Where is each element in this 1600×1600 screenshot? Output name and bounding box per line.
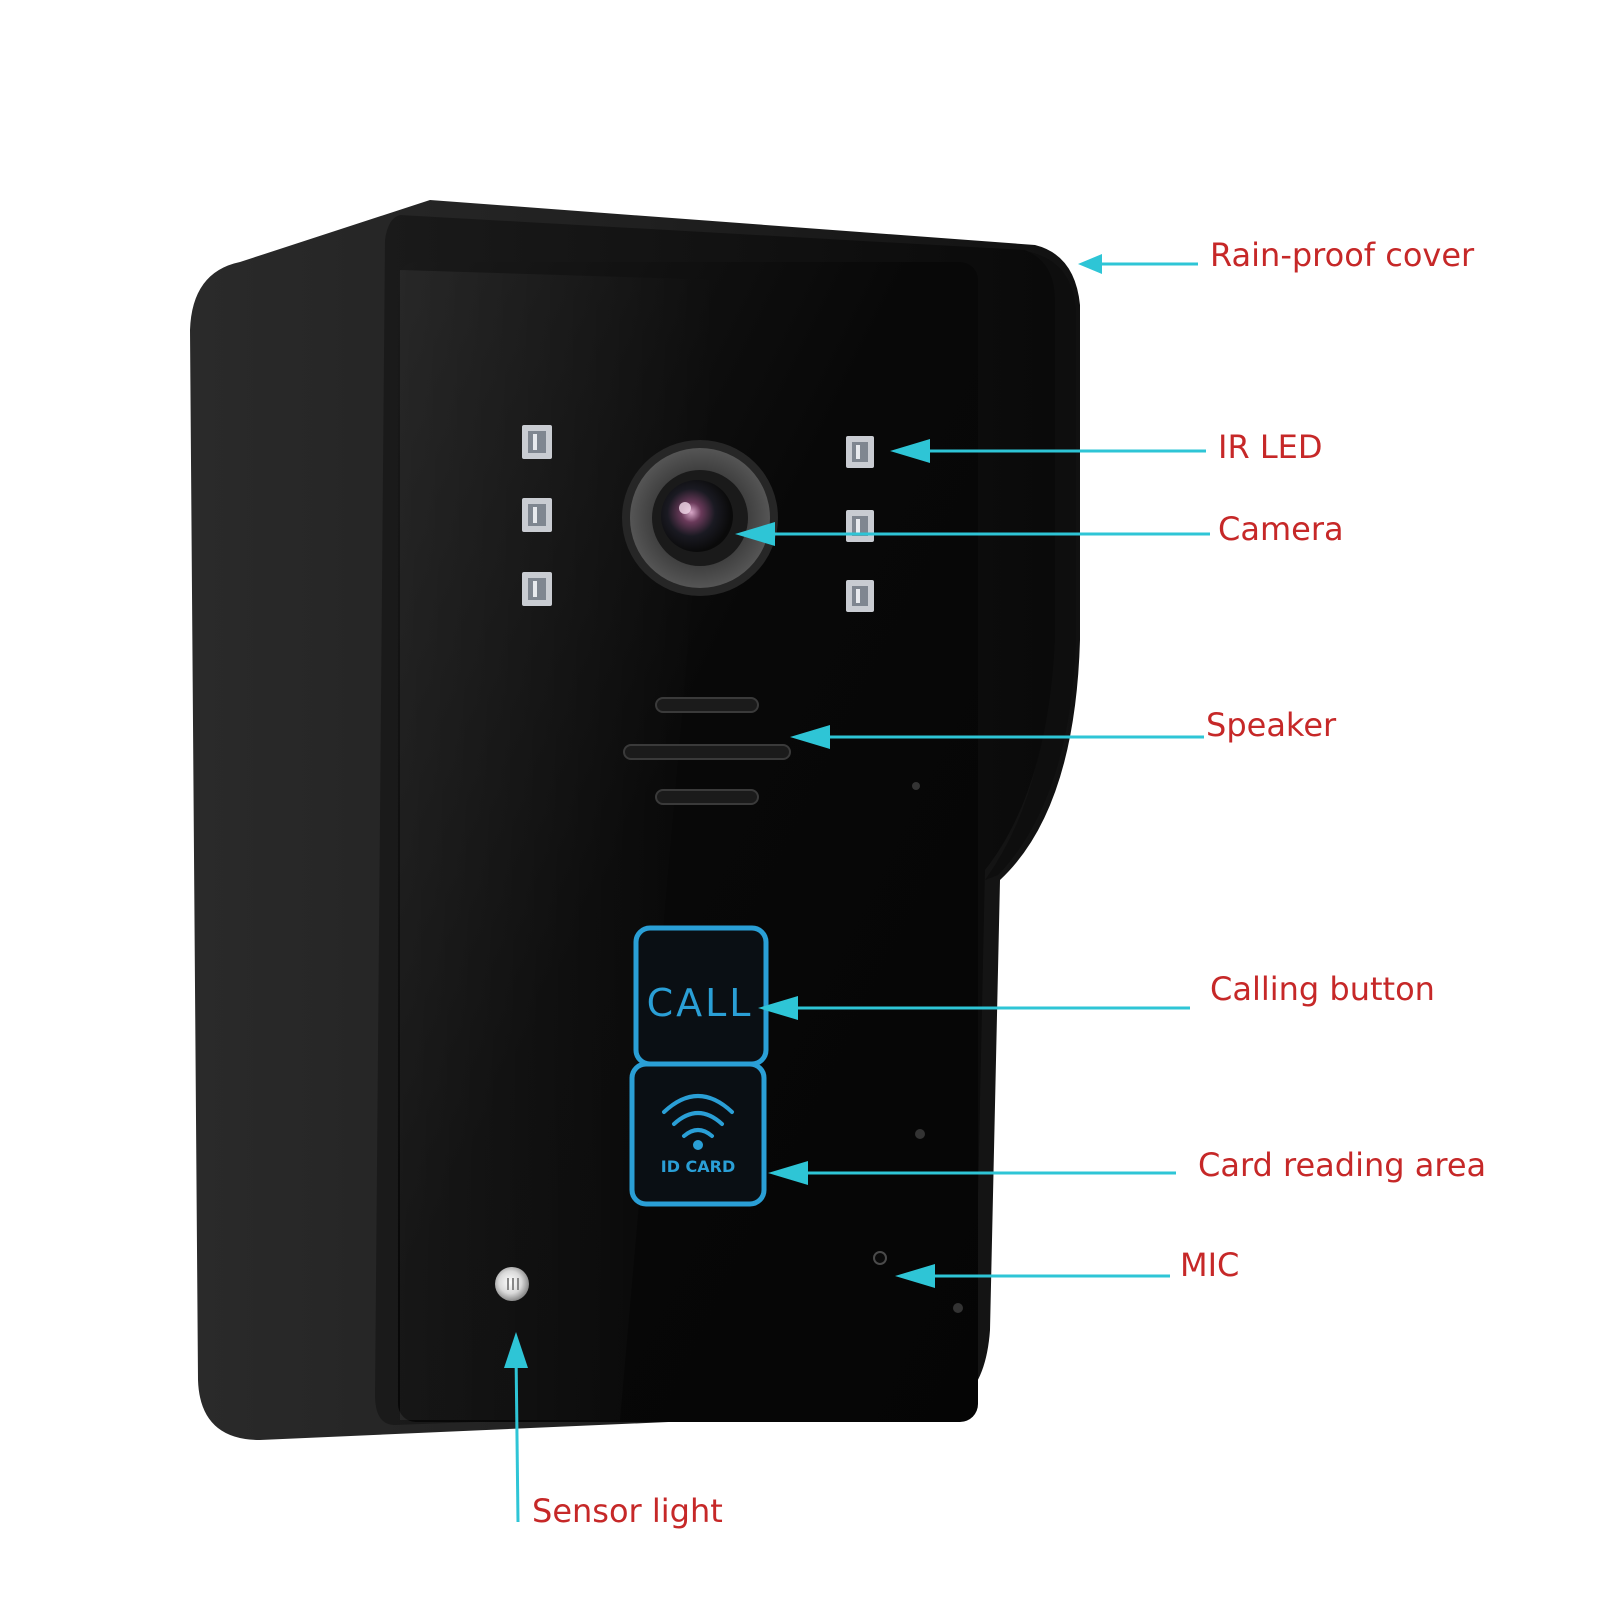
- ir-led-group: [522, 425, 874, 612]
- wireless-signal-icon: [662, 1094, 734, 1150]
- id-card-label: ID CARD: [661, 1157, 736, 1176]
- mic-hole-icon: [873, 1251, 887, 1265]
- leader-lines: [504, 254, 1210, 1523]
- ir-led-icon: [522, 425, 552, 459]
- call-button-label: CALL: [647, 981, 754, 1025]
- ir-led-icon: [846, 580, 874, 612]
- callout-labels: Rain-proof cover IR LED Camera Speaker C…: [532, 236, 1486, 1530]
- label-calling-button: Calling button: [1210, 970, 1435, 1008]
- speaker-grille-icon: [623, 697, 791, 805]
- card-reading-area[interactable]: ID CARD: [629, 1061, 767, 1207]
- label-card-reading-area: Card reading area: [1198, 1146, 1486, 1184]
- ir-led-icon: [522, 498, 552, 532]
- label-mic: MIC: [1180, 1246, 1239, 1284]
- ir-led-icon: [846, 436, 874, 468]
- camera-lens-icon: [622, 440, 778, 596]
- sensor-light-icon: [495, 1267, 529, 1301]
- label-camera: Camera: [1218, 510, 1344, 548]
- call-button[interactable]: CALL: [633, 925, 769, 1067]
- ir-led-icon: [522, 572, 552, 606]
- panel-dot: [953, 1303, 963, 1313]
- panel-dot: [912, 782, 920, 790]
- doorbell-device: CALL ID CARD: [190, 200, 1080, 1440]
- panel-dot: [915, 1129, 925, 1139]
- label-sensor-light: Sensor light: [532, 1492, 723, 1530]
- label-speaker: Speaker: [1206, 706, 1337, 744]
- label-rain-proof-cover: Rain-proof cover: [1210, 236, 1475, 274]
- label-ir-led: IR LED: [1218, 428, 1323, 466]
- ir-led-icon: [846, 510, 874, 542]
